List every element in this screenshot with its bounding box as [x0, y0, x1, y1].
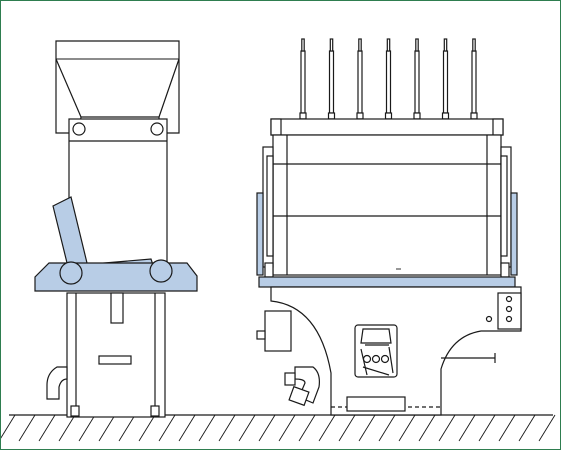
- hatch-line: [158, 414, 176, 442]
- motor-unit: [284, 366, 320, 407]
- rod-2: [327, 38, 336, 132]
- roller-right: [149, 259, 173, 283]
- control-panel: [354, 324, 398, 378]
- hatch-line: [518, 414, 536, 442]
- rod-7: [470, 38, 478, 132]
- rod-3: [356, 38, 364, 132]
- base-plate: [258, 276, 516, 288]
- lower-cabinet: [46, 292, 166, 418]
- front-view-machine: [256, 38, 522, 416]
- hatch-line: [78, 414, 96, 442]
- hatch-line: [218, 414, 236, 442]
- cabinet-handle: [98, 355, 132, 365]
- hatch-line: [278, 414, 296, 442]
- hatch-line: [1, 414, 16, 439]
- hatch-line: [178, 414, 196, 442]
- hatch-line: [18, 414, 36, 442]
- hinge-right: [150, 122, 164, 136]
- rod-4: [384, 38, 393, 132]
- hatch-line: [138, 414, 156, 442]
- hatch-line: [418, 414, 436, 442]
- hatch-line: [458, 414, 476, 442]
- rod-5: [413, 38, 421, 132]
- hatch-line: [58, 414, 76, 442]
- hatch-line: [398, 414, 416, 442]
- hatch-line: [258, 414, 276, 442]
- hatch-line: [318, 414, 336, 442]
- hatch-line: [358, 414, 376, 442]
- hatch-line: [238, 414, 256, 442]
- hatch-line: [298, 414, 316, 442]
- side-brackets: [256, 146, 518, 278]
- hatch-line: [38, 414, 56, 442]
- hatch-line: [438, 414, 456, 442]
- hatch-line: [338, 414, 356, 442]
- hatch-line: [98, 414, 116, 442]
- top-rail: [270, 118, 504, 136]
- hopper: [55, 40, 180, 134]
- floor-hatching: [1, 414, 556, 442]
- column-body: [68, 118, 168, 265]
- hatch-line: [118, 414, 136, 442]
- drum-housing: [272, 134, 502, 276]
- hatch-line: [378, 414, 396, 442]
- cabinet-slot: [110, 292, 124, 324]
- rod-6: [441, 38, 450, 132]
- pedestal-plate: [346, 396, 406, 412]
- side-view-machine: [34, 40, 198, 418]
- vertical-rods: [299, 38, 478, 132]
- hatch-line: [478, 414, 496, 442]
- roller-left: [59, 261, 83, 285]
- hatch-line: [498, 414, 516, 442]
- hatch-line: [538, 414, 556, 442]
- cabinet-pipe: [46, 366, 68, 400]
- rod-1: [299, 38, 307, 132]
- base-platform: [34, 262, 198, 292]
- hinge-left: [72, 122, 86, 136]
- side-box: [256, 310, 292, 352]
- hatch-line: [198, 414, 216, 442]
- base-rollers: [59, 259, 173, 285]
